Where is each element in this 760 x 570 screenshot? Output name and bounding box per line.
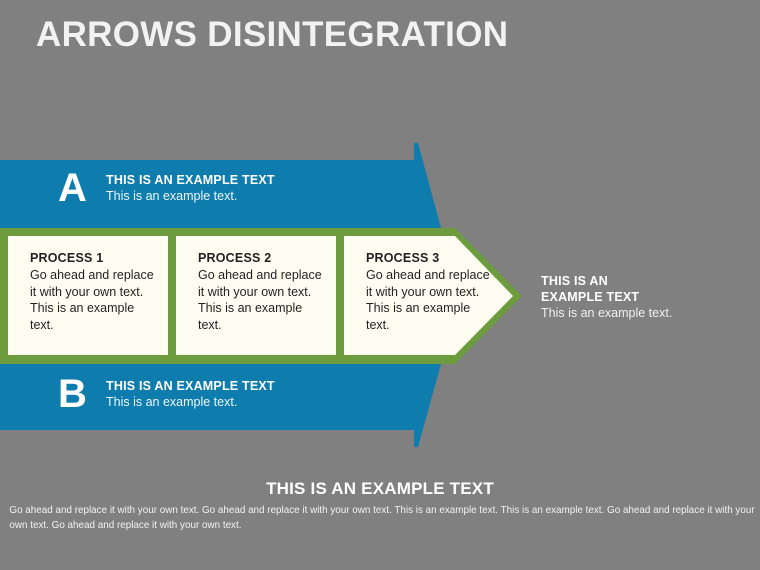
band-a-heading: THIS IS AN EXAMPLE TEXT xyxy=(106,173,275,187)
footer-body: Go ahead and replace it with your own te… xyxy=(9,504,755,531)
blue-band-a-shape xyxy=(0,143,441,228)
band-b[interactable]: B THIS IS AN EXAMPLE TEXT This is an exa… xyxy=(0,370,400,432)
process-box-3[interactable]: PROCESS 3 Go ahead and replace it with y… xyxy=(344,236,504,354)
process-box-3-title: PROCESS 3 xyxy=(366,251,440,265)
process-box-3-shape xyxy=(344,236,513,355)
footer: THIS IS AN EXAMPLE TEXT Go ahead and rep… xyxy=(0,478,760,532)
arrow-tip-caption-heading: THIS IS AN EXAMPLE TEXT xyxy=(541,274,640,304)
band-a[interactable]: A THIS IS AN EXAMPLE TEXT This is an exa… xyxy=(0,164,400,226)
band-b-heading: THIS IS AN EXAMPLE TEXT xyxy=(106,379,275,393)
arrow-tip-caption-subtext: This is an example text. xyxy=(541,306,673,320)
process-box-1-title: PROCESS 1 xyxy=(30,251,104,265)
band-b-text: THIS IS AN EXAMPLE TEXT This is an examp… xyxy=(106,378,386,411)
band-b-letter: B xyxy=(58,372,87,416)
process-box-1-body: Go ahead and replace it with your own te… xyxy=(30,268,154,332)
process-box-2[interactable]: PROCESS 2 Go ahead and replace it with y… xyxy=(176,236,336,354)
page-title: ARROWS DISINTEGRATION xyxy=(36,15,509,54)
process-box-2-title: PROCESS 2 xyxy=(198,251,272,265)
band-a-subtext: This is an example text. xyxy=(106,189,238,203)
arrow-tip-caption: THIS IS AN EXAMPLE TEXT This is an examp… xyxy=(541,274,673,322)
blue-band-b-shape xyxy=(0,364,441,447)
process-box-3-body: Go ahead and replace it with your own te… xyxy=(366,268,490,332)
band-a-text: THIS IS AN EXAMPLE TEXT This is an examp… xyxy=(106,172,386,205)
process-box-2-body: Go ahead and replace it with your own te… xyxy=(198,268,322,332)
band-b-subtext: This is an example text. xyxy=(106,395,238,409)
process-box-2-shape xyxy=(176,236,336,355)
process-box-1[interactable]: PROCESS 1 Go ahead and replace it with y… xyxy=(8,236,168,354)
footer-title: THIS IS AN EXAMPLE TEXT xyxy=(266,479,494,498)
band-a-letter: A xyxy=(58,166,87,210)
process-box-1-shape xyxy=(8,236,168,355)
